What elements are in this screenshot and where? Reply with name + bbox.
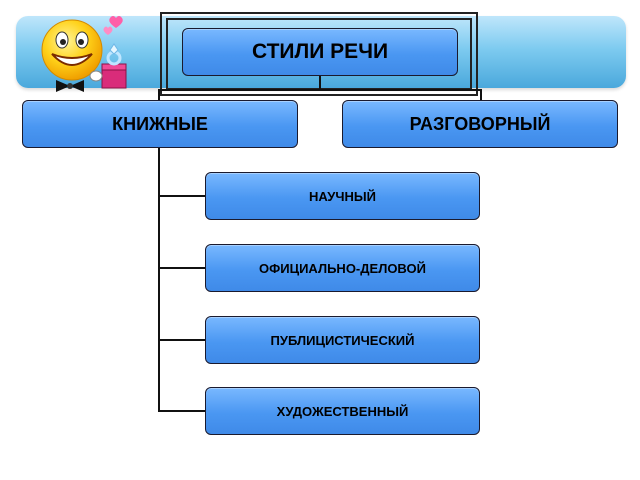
- branch-node-label: КНИЖНЫЕ: [112, 113, 208, 134]
- subitem-node-artistic: ХУДОЖЕСТВЕННЫЙ: [205, 387, 480, 435]
- subitem-node-label: ПУБЛИЦИСТИЧЕСКИЙ: [270, 332, 415, 348]
- connector-branch-bar: [158, 89, 482, 91]
- branch-node-bookish: КНИЖНЫЕ: [22, 100, 298, 148]
- bow-tie-icon: [56, 80, 84, 92]
- subitem-node-label: НАУЧНЫЙ: [309, 188, 376, 204]
- connector-sub-3: [158, 339, 206, 341]
- root-node: СТИЛИ РЕЧИ: [182, 28, 458, 76]
- smiley-face-icon: [41, 16, 127, 92]
- subitem-node-scientific: НАУЧНЫЙ: [205, 172, 480, 220]
- gift-box-icon: [101, 43, 127, 89]
- connector-sub-1: [158, 195, 206, 197]
- subitem-node-label: ОФИЦИАЛЬНО-ДЕЛОВОЙ: [259, 260, 426, 276]
- connector-sub-2: [158, 267, 206, 269]
- heart-icon: [109, 16, 123, 28]
- connector-sub-4: [158, 410, 206, 412]
- connector-spine: [158, 148, 160, 412]
- connector-root-stem: [319, 76, 321, 90]
- subitem-node-official: ОФИЦИАЛЬНО-ДЕЛОВОЙ: [205, 244, 480, 292]
- root-node-label: СТИЛИ РЕЧИ: [251, 40, 389, 63]
- connector-branch-right-drop: [480, 89, 482, 101]
- title-frame-outer: [160, 12, 478, 96]
- connector-branch-left-drop: [158, 89, 160, 101]
- branch-node-colloquial: РАЗГОВОРНЫЙ: [342, 100, 618, 148]
- branch-node-label: РАЗГОВОРНЫЙ: [409, 113, 551, 134]
- subitem-node-label: ХУДОЖЕСТВЕННЫЙ: [276, 403, 409, 419]
- subitem-node-publicistic: ПУБЛИЦИСТИЧЕСКИЙ: [205, 316, 480, 364]
